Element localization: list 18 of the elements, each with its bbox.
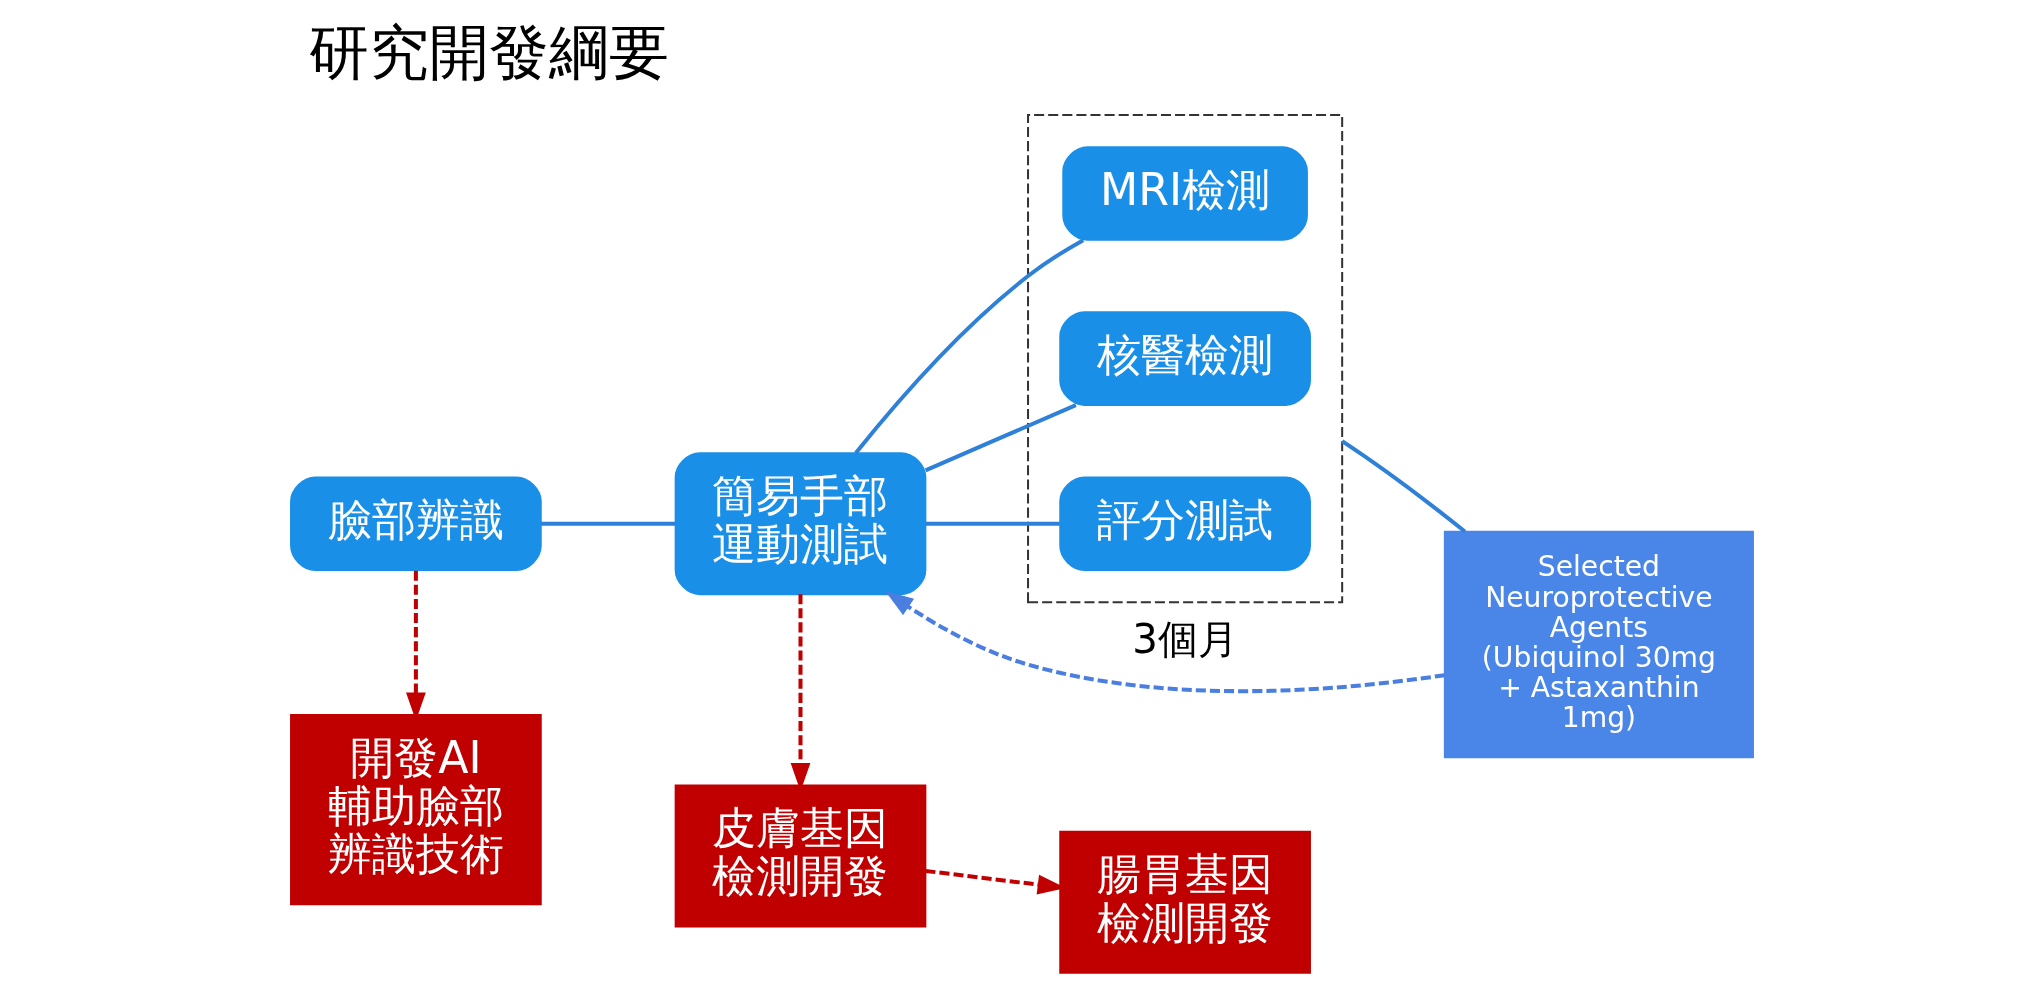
connector bbox=[1340, 439, 1466, 534]
connector bbox=[925, 521, 1060, 526]
edge-label: 3個月 bbox=[1131, 615, 1238, 662]
connector bbox=[540, 521, 675, 526]
diagram-title: 研究開發綱要 bbox=[308, 16, 669, 87]
node-box: Selected Neuroprotective Agents (Ubiquinol 30mg + Astaxanthin 1mg) bbox=[1443, 530, 1754, 759]
node-box: 腸胃基因檢測開發 bbox=[1058, 830, 1311, 974]
node-box: 評分測試 bbox=[1058, 476, 1311, 571]
connector bbox=[853, 238, 1084, 455]
connector bbox=[924, 403, 1077, 473]
arrow bbox=[884, 591, 1445, 694]
cluster bbox=[1026, 113, 1343, 604]
node-box: 開發AI輔助臉部辨識技術 bbox=[289, 714, 542, 906]
node-box: 核醫檢測 bbox=[1058, 311, 1311, 406]
node-box: MRI檢測 bbox=[1061, 146, 1308, 241]
node-box: 臉部辨識 bbox=[289, 476, 542, 571]
node-box: 皮膚基因檢測開發 bbox=[674, 784, 926, 928]
node-box: 簡易手部運動測試 bbox=[674, 452, 926, 596]
